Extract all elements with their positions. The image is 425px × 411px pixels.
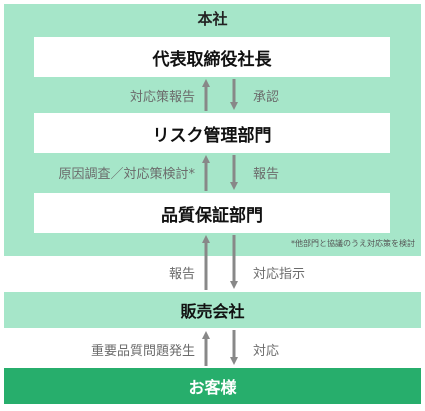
footnote: *他部門と協議のうえ対応策を検討 — [291, 239, 415, 248]
label-sales-to-customer: 対応 — [253, 344, 280, 359]
label-ceo-to-risk: 承認 — [253, 90, 280, 105]
quality-assurance-box: 品質保証部門 — [34, 193, 390, 233]
risk-management-box: リスク管理部門 — [34, 113, 390, 153]
label-sales-to-qa: 報告 — [168, 267, 195, 282]
ceo-box: 代表取締役社長 — [34, 37, 390, 77]
sales-company-box: 販売会社 — [4, 292, 421, 328]
label-risk-to-ceo: 対応策報告 — [129, 90, 195, 105]
label-risk-to-qa: 報告 — [253, 167, 280, 182]
customer-box: お客様 — [4, 368, 421, 404]
label-qa-to-risk: 原因調査／対応策検討* — [58, 167, 195, 182]
headquarters-title: 本社 — [197, 10, 228, 28]
label-customer-to-sales: 重要品質問題発生 — [90, 344, 195, 359]
label-qa-to-sales: 対応指示 — [253, 267, 306, 282]
